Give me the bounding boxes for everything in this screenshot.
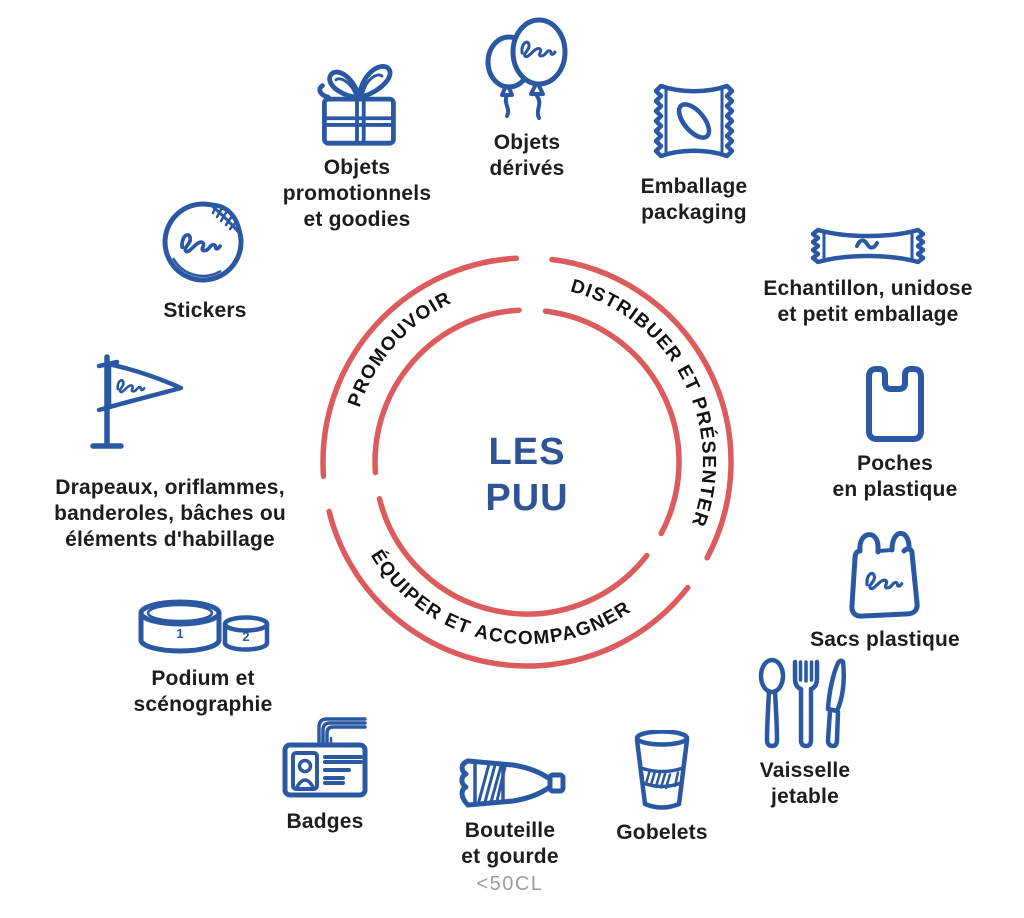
item-label: Gobelets bbox=[616, 821, 708, 844]
inner-arc-promote bbox=[372, 307, 522, 476]
inner-arc-distribute bbox=[542, 308, 682, 537]
item-emballage-packaging: Emballage packaging bbox=[579, 74, 809, 226]
item-label: Bouteille et gourde bbox=[461, 819, 559, 868]
plastic-bag-icon bbox=[849, 530, 920, 619]
item-objets-derives: Objets dérivés bbox=[417, 12, 637, 182]
arc-label-promote: PROMOUVOIR bbox=[344, 288, 455, 410]
item-label: Objets dérivés bbox=[489, 131, 565, 180]
outer-arc-distribute bbox=[549, 256, 734, 561]
item-drapeaux: Drapeaux, oriflammes, banderoles, bâches… bbox=[35, 353, 305, 553]
inner-arc-equip bbox=[376, 496, 650, 617]
sachet-icon bbox=[810, 227, 926, 265]
item-label: Vaisselle jetable bbox=[759, 759, 851, 808]
sticker-icon bbox=[162, 201, 244, 283]
outer-arc-promote bbox=[320, 255, 520, 479]
item-echantillon-unidose: Echantillon, unidose et petit emballage bbox=[743, 222, 993, 328]
item-label: Objets promotionnels et goodies bbox=[282, 156, 432, 231]
pennant-flag-icon bbox=[90, 354, 184, 449]
balloons-icon bbox=[485, 17, 568, 120]
cup-icon bbox=[634, 730, 690, 810]
item-label: Badges bbox=[286, 810, 364, 833]
item-poches-plastique: Poches en plastique bbox=[785, 365, 1005, 503]
cutlery-icon bbox=[758, 657, 846, 749]
center-title: LES PUU bbox=[485, 431, 569, 519]
item-gobelets: Gobelets bbox=[552, 730, 772, 846]
item-label: Poches en plastique bbox=[832, 452, 958, 501]
item-badges: Badges bbox=[215, 703, 435, 835]
item-objets-promotionnels: Objets promotionnels et goodies bbox=[227, 55, 487, 233]
ring-diagram: PROMOUVOIR DISTRIBUER ET PRÉSENTER ÉQUIP… bbox=[320, 255, 734, 669]
item-label: Podium et scénographie bbox=[133, 667, 273, 716]
item-label: Echantillon, unidose et petit emballage bbox=[763, 277, 973, 326]
item-sacs-plastique: Sacs plastique bbox=[775, 525, 995, 653]
item-label: Sacs plastique bbox=[810, 628, 960, 651]
item-label: Drapeaux, oriflammes, banderoles, bâches… bbox=[54, 476, 286, 551]
item-podium: 1 2 Podium et scénographie bbox=[88, 598, 318, 718]
item-stickers: Stickers bbox=[95, 186, 315, 324]
gift-icon bbox=[317, 64, 396, 146]
item-label: Emballage packaging bbox=[640, 175, 748, 224]
item-vaisselle-jetable: Vaisselle jetable bbox=[695, 656, 915, 810]
podium-number-2: 2 bbox=[242, 629, 249, 644]
podium-icon: 1 2 bbox=[138, 599, 270, 654]
plastic-pouch-icon bbox=[866, 366, 924, 442]
bottle-icon bbox=[459, 758, 566, 808]
badge-icon bbox=[282, 717, 368, 798]
outer-arc-equip bbox=[326, 508, 691, 669]
snack-packet-icon bbox=[653, 83, 735, 159]
item-bouteille-gourde: Bouteille et gourde <50CL bbox=[400, 756, 620, 896]
podium-number-1: 1 bbox=[176, 626, 183, 641]
bottle-capacity-note: <50CL bbox=[476, 873, 544, 895]
item-label: Stickers bbox=[163, 299, 247, 322]
